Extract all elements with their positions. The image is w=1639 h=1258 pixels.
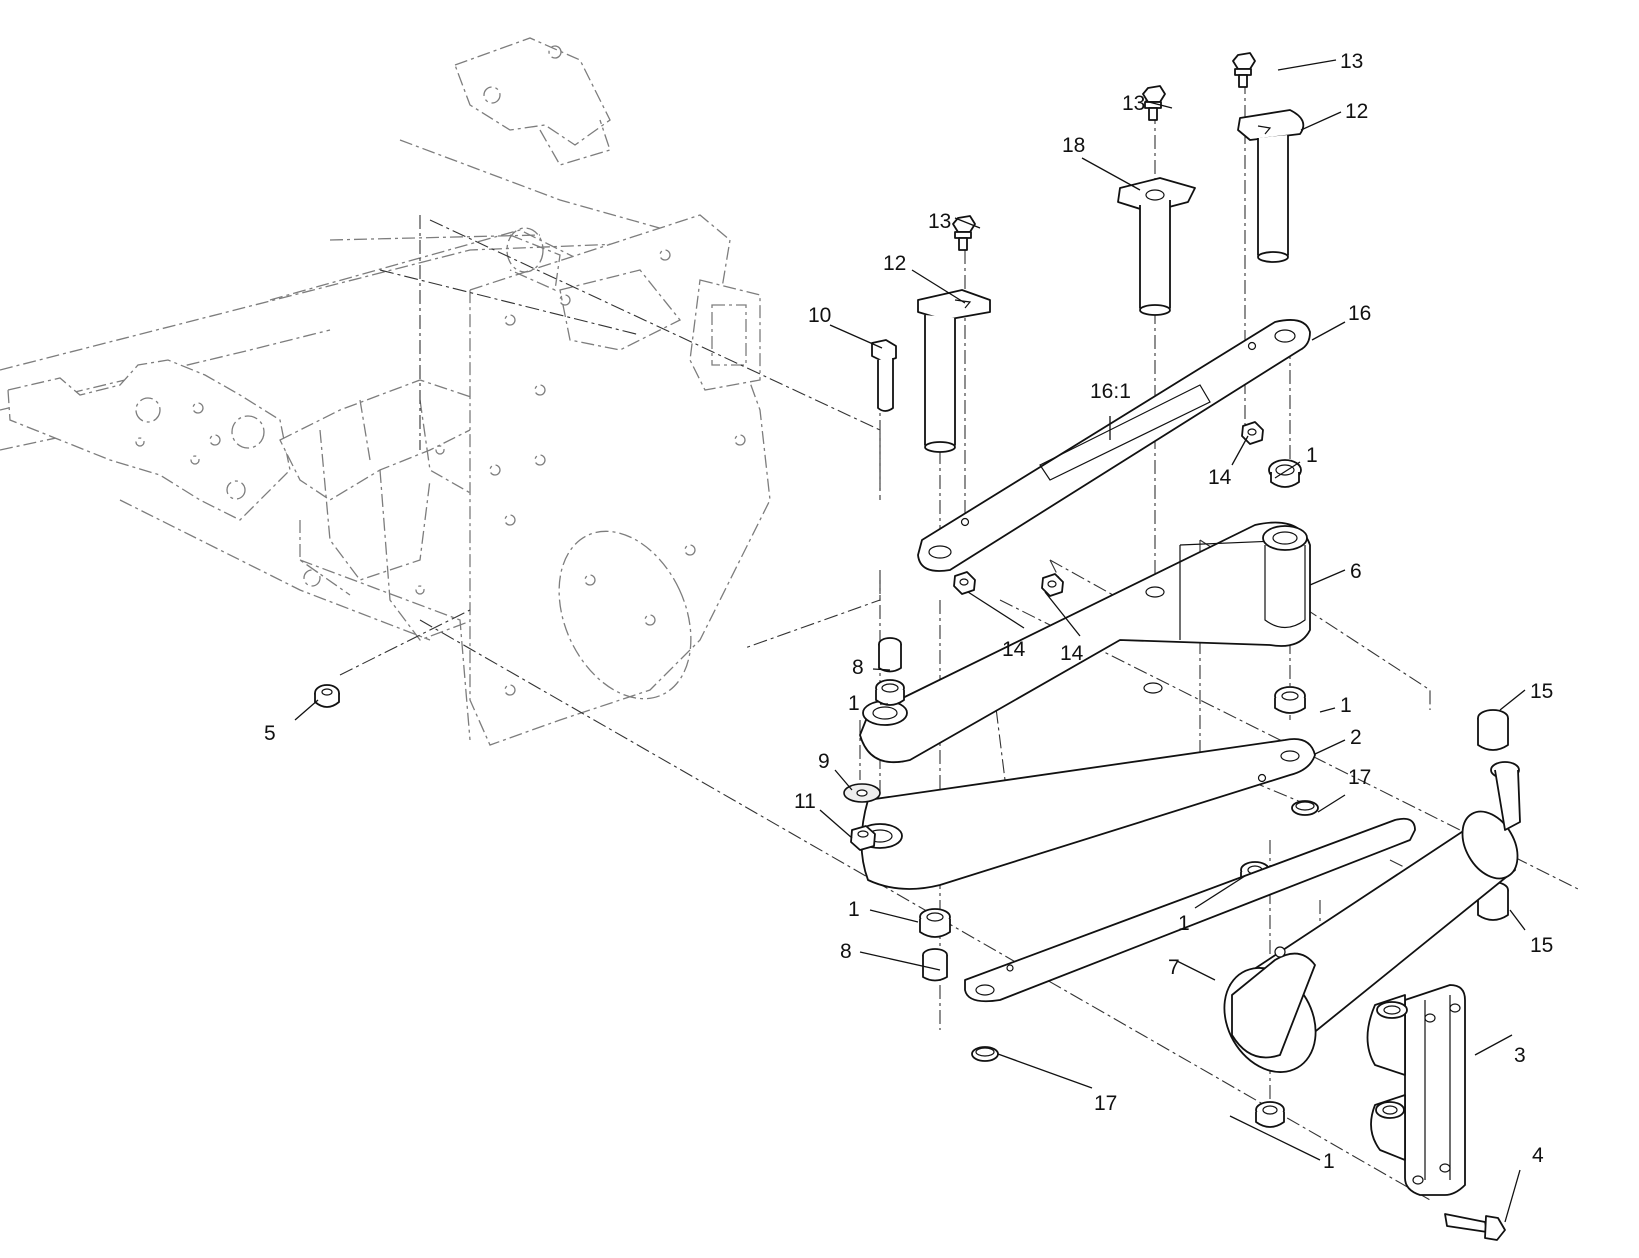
callout-4: 4 [1532, 1144, 1544, 1167]
callout-18: 18 [1062, 134, 1085, 157]
nut-14-left [953, 571, 976, 595]
callout-15-lower: 15 [1530, 934, 1553, 957]
callout-3: 3 [1514, 1044, 1526, 1067]
callout-13-center: 13 [1122, 92, 1145, 115]
callout-13-right: 13 [1340, 50, 1363, 73]
callout-12-left: 12 [883, 252, 906, 275]
spacer-8-lower [922, 948, 948, 982]
bolt-10 [871, 339, 897, 412]
pin-18-center [1117, 177, 1196, 316]
callout-16: 16 [1348, 302, 1371, 325]
callout-8-lower: 8 [840, 940, 852, 963]
callout-8-upper: 8 [852, 656, 864, 679]
callout-1-right: 1 [1340, 694, 1352, 717]
callout-13-left: 13 [928, 210, 951, 233]
callout-1-left: 1 [848, 692, 860, 715]
lower-link-plate [964, 817, 1416, 1003]
bolt-4 [1444, 1213, 1506, 1241]
clip-17-lower [971, 1046, 999, 1062]
callout-labels: 13 13 13 12 12 18 10 16 16:1 14 14 14 1 … [264, 50, 1553, 1173]
callout-10: 10 [808, 304, 831, 327]
callout-17-lower: 17 [1094, 1092, 1117, 1115]
bushing-1-lower [1255, 1101, 1285, 1128]
callout-14-mid: 14 [1060, 642, 1084, 665]
spacer-8-upper [878, 637, 902, 673]
callout-14-left: 14 [1002, 638, 1026, 661]
callout-9: 9 [818, 750, 830, 773]
bushing-1-right [1274, 686, 1306, 714]
callout-16-1: 16:1 [1090, 380, 1131, 403]
washer-9 [843, 783, 881, 803]
arm-6 [859, 521, 1311, 764]
bolt-13-right [1232, 52, 1256, 88]
callout-2: 2 [1350, 726, 1362, 749]
callout-14-upper: 14 [1208, 466, 1232, 489]
callout-5: 5 [264, 722, 276, 745]
callout-17-upper: 17 [1348, 766, 1371, 789]
nut-11 [850, 825, 876, 851]
bolt-13-center [1142, 85, 1166, 121]
pin-12-right [1237, 109, 1305, 263]
callout-15-upper: 15 [1530, 680, 1553, 703]
bushing-1-lower-left [919, 908, 951, 938]
callout-7: 7 [1168, 956, 1180, 979]
pin-12-left [917, 289, 991, 453]
frame-phantom [0, 37, 881, 746]
spacer-15-upper [1477, 709, 1509, 751]
nut-5 [314, 684, 340, 708]
callout-1-center: 1 [1178, 912, 1190, 935]
nut-14-mid [1041, 573, 1064, 597]
bracket-3 [1366, 984, 1466, 1196]
clip-17-upper [1291, 800, 1319, 816]
callout-11: 11 [794, 790, 816, 813]
callout-1-upper: 1 [1306, 444, 1318, 467]
callout-6: 6 [1350, 560, 1362, 583]
cylinder-7 [1223, 761, 1521, 1073]
leader-lines [294, 59, 1526, 1223]
callout-1-lower-left: 1 [848, 898, 860, 921]
plate-16 [917, 319, 1311, 572]
bushing-1-upper [1268, 459, 1302, 488]
callout-1-lower: 1 [1323, 1150, 1335, 1173]
bushing-1-left [875, 679, 905, 706]
callout-12-right: 12 [1345, 100, 1368, 123]
